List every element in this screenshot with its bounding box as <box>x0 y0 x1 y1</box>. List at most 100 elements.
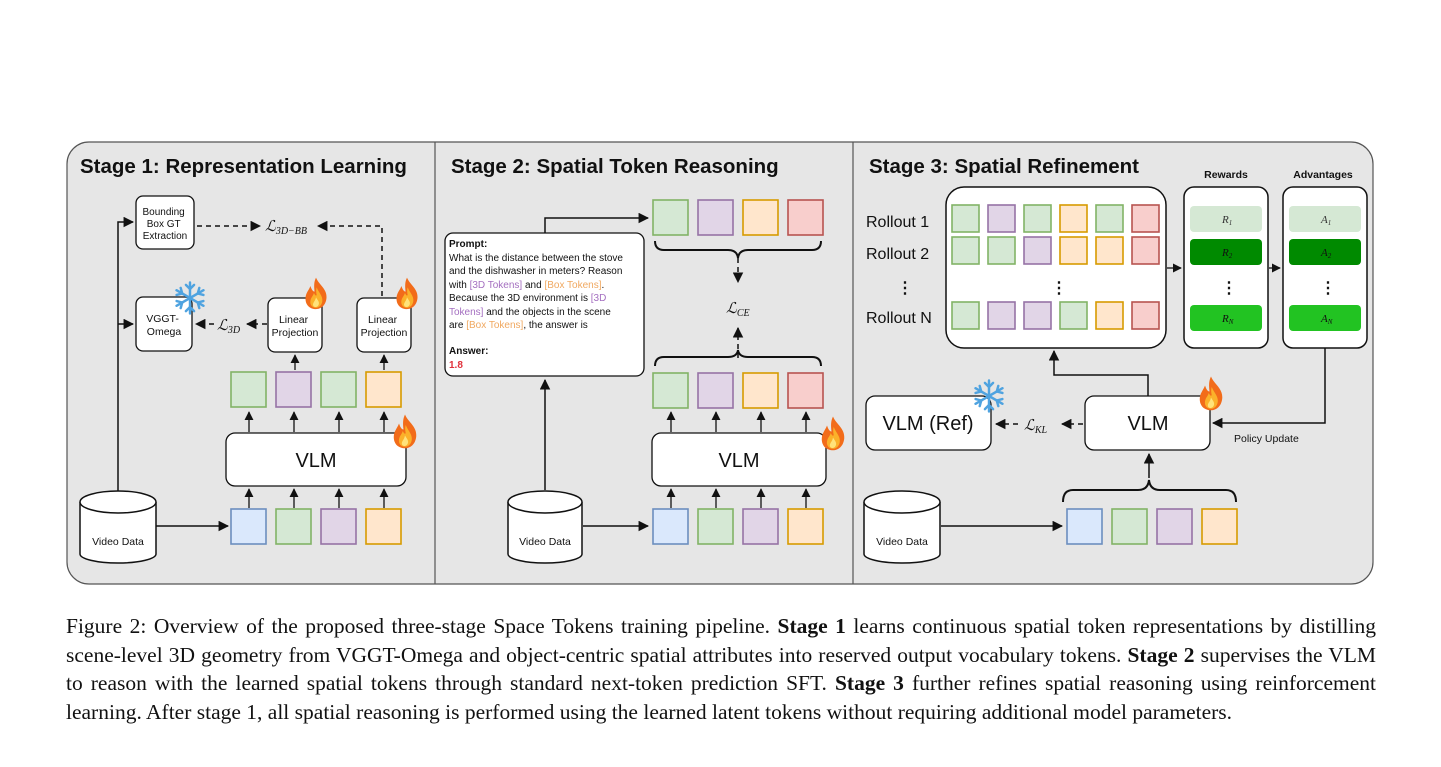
token-b <box>652 508 689 545</box>
stage3-input-tokens <box>1066 508 1238 545</box>
rewards-title: Rewards <box>1204 169 1248 181</box>
caption-part2: supervises the VLM to reason with the le… <box>66 642 1376 696</box>
token-p <box>987 301 1016 330</box>
vlm-label: VLM <box>718 450 759 472</box>
svg-text:Linear Projection: Linear Projection <box>361 314 408 339</box>
prompt-line: and the dishwasher in meters? Reason <box>449 266 622 277</box>
token-p <box>987 204 1016 233</box>
reward-pill <box>1190 206 1262 232</box>
reward-symbol: R1 <box>1221 214 1232 227</box>
token-o <box>365 371 402 408</box>
vggt-line: Omega <box>147 326 182 338</box>
token-o <box>1201 508 1238 545</box>
token-p <box>275 371 312 408</box>
prompt-line: Because the 3D environment is <box>449 293 591 304</box>
figure-caption: Figure 2: Overview of the proposed three… <box>66 612 1376 726</box>
token-p <box>742 508 779 545</box>
prompt-period: . <box>602 280 605 291</box>
token-g <box>652 199 689 236</box>
rollout-label: ⋮ <box>897 280 913 297</box>
answer-label: Answer: <box>449 346 488 357</box>
token-g <box>987 236 1016 265</box>
token-g <box>275 508 312 545</box>
svg-text:Linear Projection: Linear Projection <box>272 314 319 339</box>
token-b <box>230 508 267 545</box>
bbox-extraction-box <box>135 195 195 250</box>
policy-update-label: Policy Update <box>1234 433 1299 445</box>
advantages-ellipsis: ⋮ <box>1320 280 1336 297</box>
pipeline-diagram: Stage 1: Representation Learning Video D… <box>66 141 1374 585</box>
linear-projection-line: Projection <box>361 327 408 339</box>
token-g <box>1059 301 1088 330</box>
linear-projection-line: Linear <box>279 314 309 326</box>
token-r <box>1131 236 1160 265</box>
advantage-pill <box>1289 206 1361 232</box>
stage2-output-tokens <box>652 372 824 409</box>
reward-pill <box>1190 305 1262 331</box>
video-data-label: Video Data <box>519 536 571 548</box>
prompt-with: with <box>448 280 470 291</box>
advantage-symbol: AN <box>1320 313 1333 326</box>
input-to-vlm-arrows <box>666 488 811 508</box>
token-g <box>652 372 689 409</box>
stage1-input-tokens <box>230 508 402 545</box>
token-o <box>742 199 779 236</box>
token-p <box>697 199 734 236</box>
rewards-ellipsis: ⋮ <box>1221 280 1237 297</box>
advantage-symbol: A2 <box>1320 247 1332 260</box>
vlm-box <box>651 432 827 487</box>
input-to-vlm-arrows <box>244 488 389 508</box>
token-g <box>320 371 357 408</box>
prompt-are: are <box>449 320 466 331</box>
video-data-label: Video Data <box>92 536 144 548</box>
caption-fig-label: Figure 2: Overview of the proposed three… <box>66 614 778 638</box>
svg-text:Bounding Box GT Extrac: Bounding Box GT Extraction <box>142 207 187 242</box>
stage1-output-tokens <box>230 371 402 408</box>
caption-stage2: Stage 2 <box>1127 642 1195 667</box>
vlm-ref-box <box>865 395 992 451</box>
prompt-and: and <box>522 280 544 291</box>
vlm-to-output-arrows <box>244 411 389 432</box>
caption-part1: learns continuous spatial token represen… <box>66 614 1377 667</box>
video-data-label: Video Data <box>876 536 928 548</box>
database-icon <box>507 490 583 564</box>
token-p <box>1023 301 1052 330</box>
prompt-3d-open: [3D <box>591 293 607 304</box>
token-g <box>1095 204 1124 233</box>
token-r <box>1131 301 1160 330</box>
rollout-label: Rollout N <box>866 310 932 327</box>
rollout-token-grid <box>951 204 1160 330</box>
token-o <box>1059 236 1088 265</box>
vggt-line: VGGT- <box>146 313 179 325</box>
token-g <box>1111 508 1148 545</box>
token-p <box>1023 236 1052 265</box>
stage3-title: Stage 3: Spatial Refinement <box>869 155 1139 178</box>
prompt-label: Prompt: <box>449 239 487 250</box>
token-r <box>1131 204 1160 233</box>
loss-ce: ℒCE <box>726 301 750 319</box>
rollout-label: Rollout 1 <box>866 214 929 231</box>
token-g <box>951 236 980 265</box>
token-p <box>697 372 734 409</box>
bbox-line: Box GT <box>147 219 181 230</box>
token-g <box>951 204 980 233</box>
database-icon <box>79 490 157 564</box>
rollout-label: Rollout 2 <box>866 246 929 263</box>
token-b <box>1066 508 1103 545</box>
reward-symbol: R2 <box>1221 247 1233 260</box>
linear-projection-box <box>356 297 412 353</box>
caption-stage3: Stage 3 <box>834 671 904 695</box>
token-o <box>1095 301 1124 330</box>
answer-value: 1.8 <box>449 360 463 371</box>
stage2-input-tokens <box>652 508 824 545</box>
rollout-ellipsis: ⋮ <box>1051 280 1067 297</box>
svg-text:Prompt: What is the distan: Prompt: What is the distance between the… <box>448 239 626 371</box>
token-o <box>787 508 824 545</box>
prompt-line: and the objects in the scene <box>483 307 611 318</box>
svg-text:Rollout 1 Rollout 2 ⋮: Rollout 1 Rollout 2 ⋮ Rollout N <box>866 214 934 327</box>
bbox-line: Bounding <box>142 207 184 218</box>
vlm-ref-label: VLM (Ref) <box>882 413 973 435</box>
advantage-pill <box>1289 305 1361 331</box>
